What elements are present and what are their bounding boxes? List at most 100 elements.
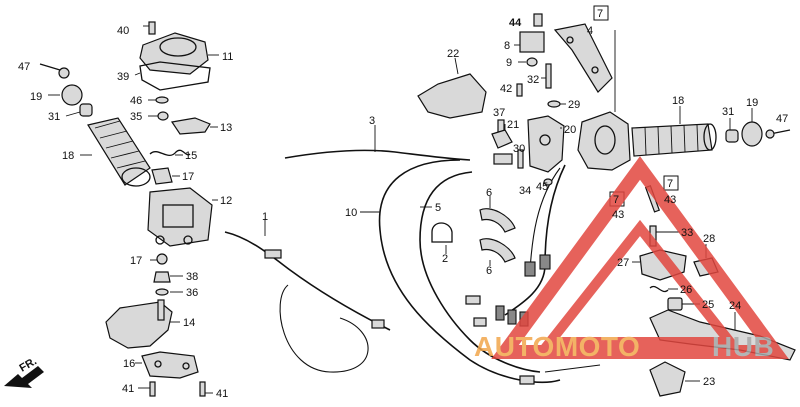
nut-21 [491, 124, 513, 149]
label-19-left: 19 [30, 91, 42, 103]
connector-30 [493, 153, 513, 165]
label-18-right: 18 [672, 95, 684, 107]
label-16: 16 [123, 358, 135, 370]
bracket-16 [135, 351, 199, 379]
label-35: 35 [130, 111, 142, 123]
bolt-44 [533, 13, 543, 27]
label-14: 14 [183, 317, 195, 329]
label-11: 11 [222, 51, 233, 63]
switch-housing-20 [527, 115, 565, 173]
label-22: 22 [447, 48, 459, 60]
watermark-logo: AUTOMOTO HUB [474, 156, 789, 362]
label-3: 3 [369, 115, 375, 127]
clip-2 [431, 222, 453, 254]
label-6-upper: 6 [486, 187, 492, 199]
label-31-left: 31 [48, 111, 60, 123]
label-32: 32 [527, 74, 539, 86]
throttle-arm-13 [170, 117, 218, 135]
box-7-top [593, 5, 609, 21]
bolt-47-right [765, 129, 791, 139]
relay-8 [514, 31, 545, 53]
label-37: 37 [493, 107, 505, 119]
label-40: 40 [117, 25, 129, 37]
label-36: 36 [186, 287, 198, 299]
label-5: 5 [435, 202, 441, 214]
spring-15 [149, 149, 191, 157]
label-46: 46 [130, 95, 142, 107]
watermark-text-secondary: HUB [712, 331, 774, 362]
label-1: 1 [262, 211, 268, 223]
label-44: 44 [509, 17, 522, 29]
label-7-left: 7 [613, 194, 619, 206]
label-43-left: 43 [612, 209, 624, 221]
cable-5 [419, 171, 541, 373]
grip-18-left [80, 117, 151, 187]
front-direction-arrow: FR. [4, 355, 44, 388]
lever-14 [105, 299, 180, 349]
screw-34 [517, 149, 524, 169]
end-weight-19-left [48, 84, 83, 106]
cable-10 [360, 159, 561, 383]
label-6-lower: 6 [486, 265, 492, 277]
label-20: 20 [564, 124, 576, 136]
collar-31-left [65, 103, 93, 117]
switch-bracket-4 [553, 23, 613, 93]
label-12: 12 [220, 195, 232, 207]
label-33: 33 [681, 227, 693, 239]
label-7-top: 7 [597, 8, 603, 20]
label-41-left: 41 [122, 383, 134, 395]
part-labels: 40 11 47 39 19 46 31 35 13 18 15 17 12 1… [18, 8, 788, 400]
washer-45 [543, 178, 553, 186]
band-6-lower [479, 238, 516, 266]
label-21: 21 [507, 119, 519, 131]
label-2: 2 [442, 253, 448, 265]
screw-41-right [199, 381, 213, 397]
gasket-39 [134, 61, 211, 91]
washer-29 [547, 100, 566, 108]
nut-38 [153, 271, 183, 283]
label-34: 34 [519, 185, 531, 197]
label-15: 15 [185, 150, 197, 162]
label-9: 9 [506, 57, 512, 69]
label-19-right: 19 [746, 97, 758, 109]
label-13: 13 [220, 122, 232, 134]
label-4: 4 [587, 25, 593, 37]
label-28: 28 [703, 233, 715, 245]
cover-22 [417, 57, 487, 119]
cable-3 [284, 125, 471, 161]
label-29: 29 [568, 99, 580, 111]
collar-17-upper [151, 167, 180, 185]
screw-32 [541, 63, 552, 89]
band-6-upper [479, 196, 516, 233]
label-41-right: 41 [216, 388, 228, 400]
box-7-right [663, 175, 679, 191]
cable-1 [224, 220, 391, 373]
bracket-23 [649, 361, 700, 397]
label-25: 25 [702, 299, 714, 311]
nut-35 [148, 111, 169, 121]
screw-41-left [138, 381, 156, 397]
label-18-left: 18 [62, 150, 74, 162]
label-39: 39 [117, 71, 129, 83]
cable-fittings [264, 249, 601, 385]
label-31-right: 31 [722, 106, 734, 118]
screw-42 [516, 83, 523, 97]
nut-9 [518, 57, 538, 67]
label-30: 30 [513, 143, 525, 155]
label-42: 42 [500, 83, 512, 95]
label-47-right: 47 [776, 113, 788, 125]
housing-lower-12 [147, 187, 218, 247]
label-10: 10 [345, 207, 357, 219]
label-43-right: 43 [664, 194, 676, 206]
collar-17-lower [150, 253, 168, 265]
spring-26 [649, 285, 678, 293]
label-23: 23 [703, 376, 715, 388]
label-27: 27 [617, 257, 629, 269]
grip-18-right [631, 106, 717, 157]
label-7-right: 7 [667, 178, 673, 190]
screw-40 [143, 21, 156, 35]
label-17-lower: 17 [130, 255, 142, 267]
handlebar-switch [577, 30, 631, 171]
